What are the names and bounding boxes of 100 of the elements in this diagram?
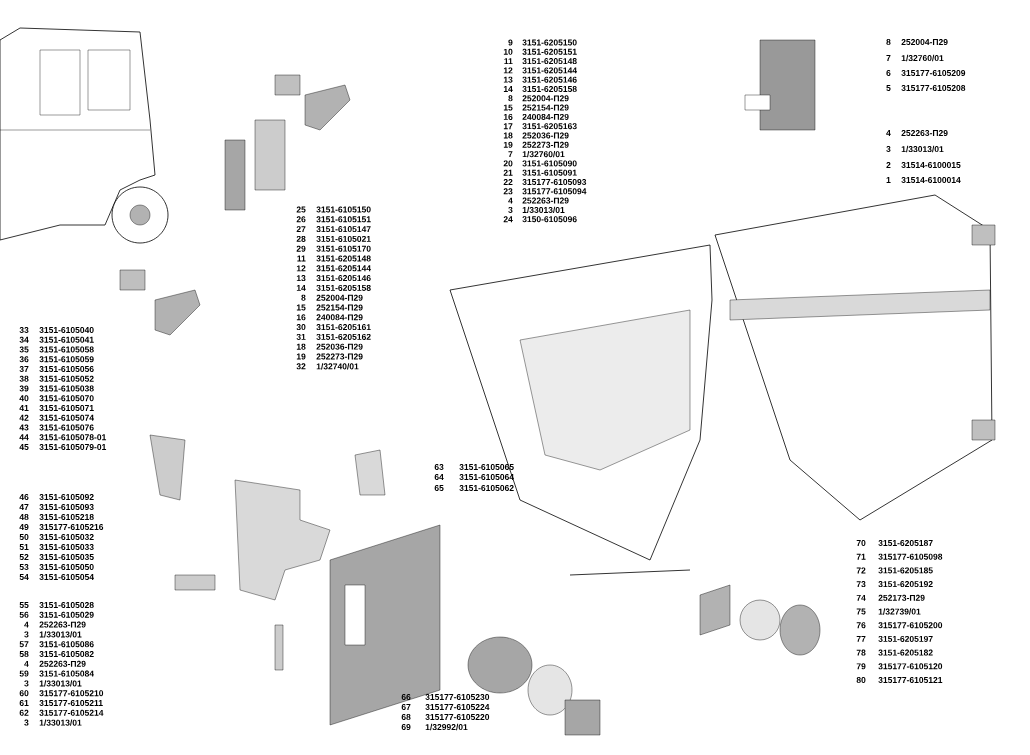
- callout-number: 41: [19, 405, 29, 411]
- callout-number: 12: [296, 265, 306, 272]
- part-number: 3151-6105062: [459, 485, 514, 491]
- callout-number: 80: [856, 677, 866, 683]
- part-number: 3151-6105218: [39, 514, 94, 520]
- callout-number: 10: [503, 48, 513, 55]
- part-number: 3151-6105082: [39, 651, 94, 657]
- callout-number: 50: [19, 534, 29, 540]
- part-number: 3151-6105054: [39, 574, 94, 580]
- part-number: 3151-6105070: [39, 395, 94, 402]
- part-number: 252263-П29: [901, 130, 948, 136]
- part-number: 3151-6105078-01: [39, 434, 107, 441]
- part-number: 3150-6105096: [522, 216, 577, 223]
- callout-number: 48: [19, 514, 29, 520]
- callout-number: 74: [856, 594, 866, 601]
- part-number: 315177-6105098: [878, 553, 943, 560]
- callout-number: 3: [24, 631, 29, 638]
- callout-number: 8: [301, 294, 306, 301]
- callout-number: 78: [856, 649, 866, 656]
- callout-number: 21: [503, 169, 513, 176]
- part-number: 315177-6105224: [425, 704, 490, 710]
- part-number: 252273-П29: [316, 353, 363, 360]
- part-number: 1/32760/01: [522, 150, 565, 158]
- part-number: 3151-6205182: [878, 649, 933, 656]
- part-number: 3151-6205148: [316, 255, 371, 262]
- part-number: 3151-6105065: [459, 464, 514, 470]
- part-number: 3151-6105150: [316, 206, 371, 213]
- part-number: 3151-6205144: [522, 67, 577, 74]
- callout-number: 53: [19, 564, 29, 570]
- callout-number: 15: [503, 104, 513, 111]
- part-number: 252154-П29: [522, 104, 569, 111]
- part-number: 252036-П29: [522, 132, 569, 139]
- part-number: 3151-6105147: [316, 226, 371, 233]
- part-number: 252263-П29: [522, 197, 569, 204]
- part-number: 3151-6205163: [522, 123, 577, 130]
- callout-number: 63: [434, 464, 444, 470]
- callout-number: 27: [296, 226, 306, 233]
- callout-number: 79: [856, 663, 866, 670]
- callout-number: 66: [401, 694, 411, 700]
- callout-number: 17: [503, 123, 513, 130]
- part-number: 3151-6105028: [39, 602, 94, 608]
- part-number: 3151-6105029: [39, 611, 94, 618]
- callout-number: 51: [19, 544, 29, 550]
- part-number: 252273-П29: [522, 141, 569, 148]
- part-number: 3151-6105151: [316, 216, 371, 223]
- part-number: 3151-6205146: [522, 76, 577, 83]
- part-number: 3151-6105038: [39, 385, 94, 392]
- part-number: 315177-6105120: [878, 663, 943, 670]
- part-number: 3151-6105056: [39, 366, 94, 372]
- callout-number: 1: [886, 177, 891, 183]
- part-number: 3151-6205158: [316, 284, 371, 291]
- part-number: 3151-6105086: [39, 641, 94, 648]
- part-number: 1/32760/01: [901, 54, 944, 62]
- part-number: 252154-П29: [316, 304, 363, 311]
- part-number: 315177-6105121: [878, 677, 943, 683]
- callout-number: 29: [296, 245, 306, 252]
- callout-number: 8: [886, 39, 891, 45]
- callout-number: 7: [886, 55, 891, 61]
- part-number: 315177-6105220: [425, 714, 490, 720]
- callout-number: 18: [503, 132, 513, 139]
- part-number: 3151-6105032: [39, 534, 94, 540]
- callout-number: 47: [19, 504, 29, 510]
- part-number: 3151-6105170: [316, 245, 371, 252]
- callout-number: 12: [503, 67, 513, 74]
- part-number: 315177-6105216: [39, 524, 104, 530]
- callout-number: 11: [297, 255, 306, 262]
- part-number: 31514-6100015: [901, 162, 961, 168]
- callout-number: 55: [19, 602, 29, 608]
- part-number: 1/33013/01: [39, 631, 82, 638]
- callout-number: 32: [296, 363, 306, 370]
- callout-number: 26: [296, 216, 306, 223]
- callout-number: 3: [886, 146, 891, 152]
- part-number: 3151-6105040: [39, 327, 94, 333]
- callout-number: 9: [508, 39, 513, 46]
- part-number: 315177-6105211: [39, 700, 103, 706]
- callout-number: 68: [401, 714, 411, 720]
- callout-number: 18: [296, 343, 306, 350]
- part-number: 3151-6105091: [522, 169, 577, 176]
- callout-number: 42: [19, 414, 29, 421]
- part-number: 3151-6105052: [39, 375, 94, 382]
- callout-number: 3: [24, 680, 29, 687]
- part-number: 3151-6205192: [878, 581, 933, 588]
- part-number: 1/32740/01: [316, 363, 359, 370]
- part-number: 3151-6105074: [39, 414, 94, 421]
- callout-number: 70: [856, 540, 866, 546]
- part-number: 3151-6105035: [39, 554, 94, 560]
- callout-number: 4: [886, 130, 891, 136]
- callout-number: 71: [856, 553, 866, 560]
- callout-number: 61: [19, 700, 29, 706]
- callout-number: 59: [19, 670, 29, 677]
- callout-number: 22: [503, 179, 513, 185]
- part-number: 3151-6105090: [522, 160, 577, 167]
- callout-number: 28: [296, 235, 306, 242]
- part-number: 3151-6205148: [522, 58, 577, 65]
- callout-number: 25: [296, 206, 306, 213]
- callout-number: 19: [503, 141, 513, 148]
- callout-number: 35: [19, 346, 29, 353]
- callout-number: 33: [19, 327, 29, 333]
- callout-number: 72: [856, 567, 866, 574]
- part-number: 1/33013/01: [39, 680, 82, 687]
